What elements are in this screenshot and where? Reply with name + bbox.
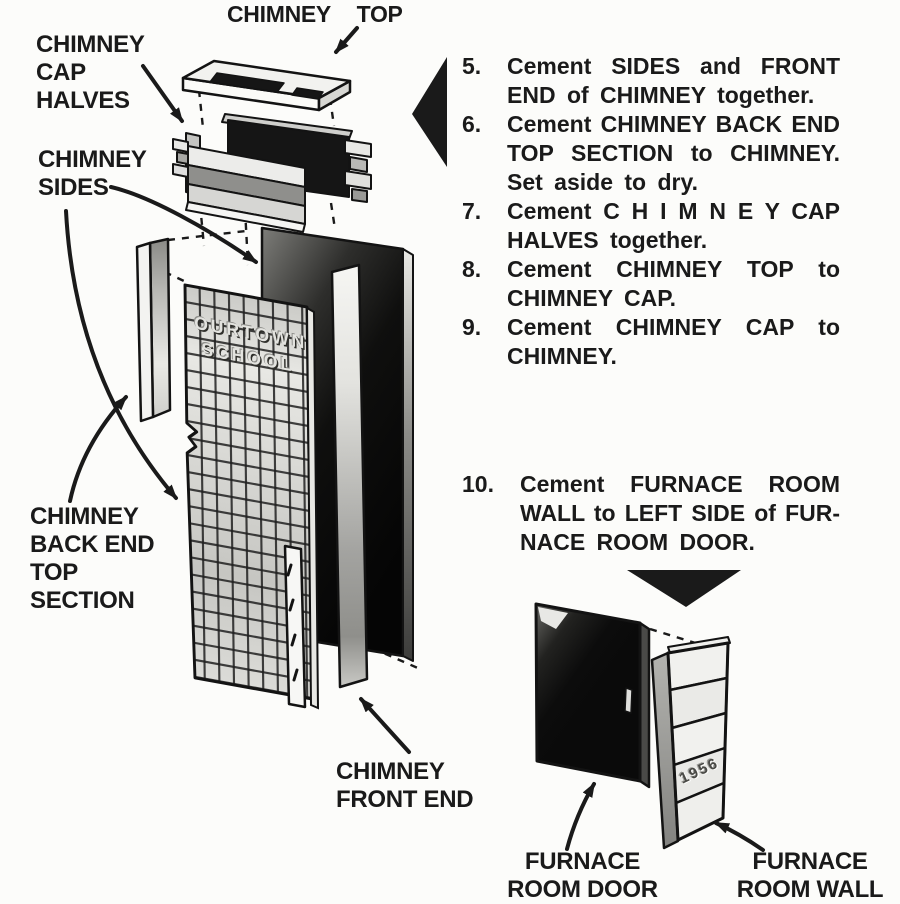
label-chimney-top: CHIMNEY TOP (227, 1, 403, 27)
step-8: 8. Cement CHIMNEY TOP to CHIMNEY CAP. (462, 255, 840, 313)
label-line: CHIMNEY (30, 503, 139, 530)
label-line: TOP (30, 559, 79, 586)
step-line: Cement FURNACE ROOM (520, 471, 840, 497)
label-chimney-back-end: CHIMNEY BACK END TOP SECTION (30, 503, 155, 615)
step-line: NACE ROOM DOOR. (520, 529, 755, 555)
arrow-sides-curved (64, 209, 178, 500)
step-line: Cement CHIMNEY BACK END (507, 111, 840, 137)
label-chimney-cap-halves: CHIMNEY CAP HALVES (36, 31, 145, 115)
label-line: CHIMNEY (336, 758, 445, 785)
label-line: HALVES (36, 87, 130, 114)
step-7: 7. Cement C H I M N E Y CAP HALVES toget… (462, 197, 840, 255)
label-line: CHIMNEY (36, 31, 145, 58)
furnace-room-door-piece (534, 602, 651, 789)
arrow-back-end-curved (68, 395, 128, 503)
step-line: TOP SECTION to CHIMNEY. (507, 140, 840, 166)
chimney-back-end-top-section-piece (135, 237, 172, 423)
step-text: Cement CHIMNEY CAP to CHIMNEY. (507, 313, 840, 371)
arrow-furnace-door (565, 782, 596, 851)
furnace-room-wall-piece (650, 636, 731, 850)
step-line: Cement CHIMNEY TOP to (507, 256, 840, 282)
step-line: Cement CHIMNEY CAP to (507, 314, 840, 340)
step-text: Cement FURNACE ROOM WALL to LEFT SIDE of… (520, 470, 840, 557)
label-line: FRONT END (336, 786, 474, 813)
step-line: Cement C H I M N E Y CAP (507, 198, 840, 224)
step-text: Cement CHIMNEY BACK END TOP SECTION to C… (507, 110, 840, 197)
down-triangle-pointer (627, 570, 741, 607)
step-number: 8. (462, 256, 482, 282)
step-10: 10. Cement FURNACE ROOM WALL to LEFT SID… (462, 470, 840, 557)
label-chimney-front-end: CHIMNEY FRONT END (336, 758, 474, 814)
step-6: 6. Cement CHIMNEY BACK END TOP SECTION t… (462, 110, 840, 197)
label-furnace-room-door: FURNACE ROOM DOOR (500, 848, 665, 904)
label-line: ROOM WALL (736, 876, 884, 903)
arrow-furnace-wall (714, 821, 765, 852)
arrow-chimney-top (334, 26, 359, 54)
step-line: WALL to LEFT SIDE of FUR- (520, 500, 840, 526)
step-line: CHIMNEY. (507, 343, 617, 369)
label-line: CAP (36, 59, 86, 86)
brick-panel-edge (305, 306, 320, 710)
arrow-sides-straight (109, 185, 258, 264)
step-text: Cement C H I M N E Y CAP HALVES together… (507, 197, 840, 255)
step-line: Cement SIDES and FRONT (507, 53, 840, 79)
chimney-top-piece (181, 59, 352, 112)
step-line: END of CHIMNEY together. (507, 82, 815, 108)
instruction-steps: 5. Cement SIDES and FRONT END of CHIMNEY… (462, 52, 840, 557)
step-number: 6. (462, 111, 482, 137)
step-text: Cement CHIMNEY TOP to CHIMNEY CAP. (507, 255, 840, 313)
step-9: 9. Cement CHIMNEY CAP to CHIMNEY. (462, 313, 840, 371)
step-number: 9. (462, 314, 482, 340)
leader-arrows (64, 26, 765, 852)
label-line: ROOM DOOR (507, 876, 658, 903)
label-line: SIDES (38, 174, 109, 201)
label-furnace-room-wall: FURNACE ROOM WALL (725, 848, 895, 904)
arrow-cap-halves (141, 64, 184, 123)
chimney-front-end-piece (330, 263, 369, 689)
step-line: Set aside to dry. (507, 169, 698, 195)
arrow-front-end (359, 697, 411, 754)
chimney-cap-halves-piece (172, 113, 372, 233)
step-line: HALVES together. (507, 227, 708, 253)
step-line: CHIMNEY CAP. (507, 285, 677, 311)
step-5: 5. Cement SIDES and FRONT END of CHIMNEY… (462, 52, 840, 110)
label-line: SECTION (30, 587, 135, 614)
door-handle (624, 687, 633, 714)
label-line: BACK END (30, 531, 155, 558)
downspout-strip (283, 544, 307, 709)
label-line: FURNACE (524, 848, 641, 875)
label-line: CHIMNEY (38, 146, 147, 173)
label-chimney-sides: CHIMNEY SIDES (38, 146, 147, 202)
step-number: 7. (462, 198, 482, 224)
left-triangle-pointer (412, 57, 447, 167)
step-number: 10. (462, 471, 494, 497)
label-line: FURNACE (752, 848, 868, 875)
step-number: 5. (462, 53, 482, 79)
step-text: Cement SIDES and FRONT END of CHIMNEY to… (507, 52, 840, 110)
